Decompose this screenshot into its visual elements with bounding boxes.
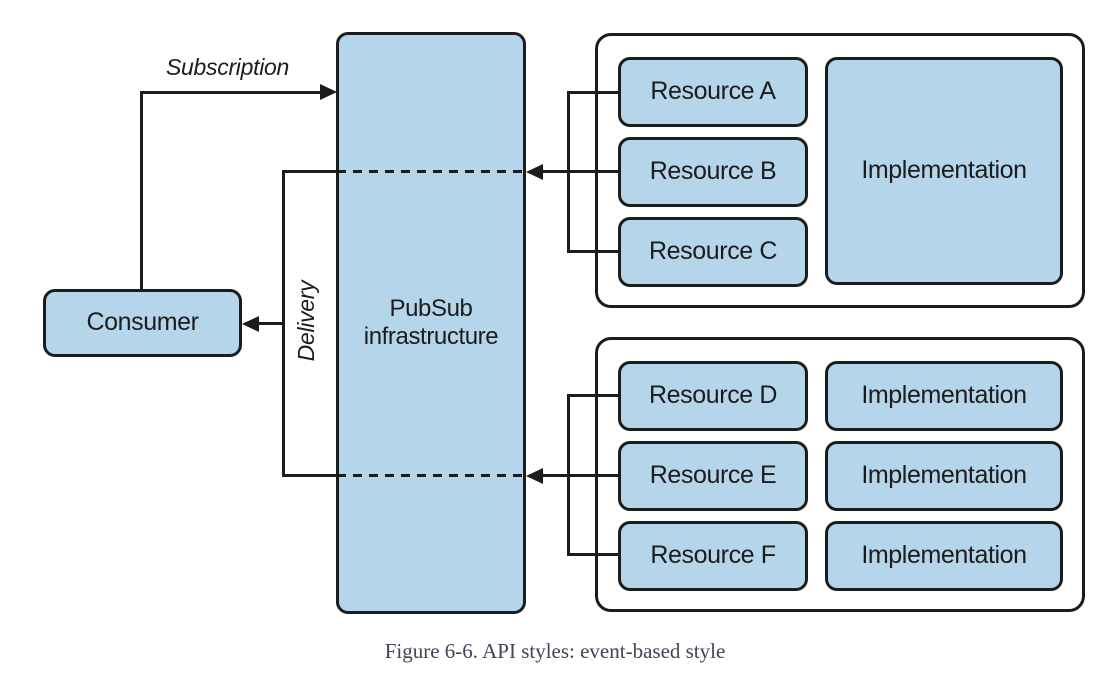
implementation-e-label: Implementation xyxy=(861,461,1027,490)
resource-b-node: Resource B xyxy=(618,137,808,207)
resource-bus-bottom-stub-f xyxy=(567,553,620,556)
arrowhead-left-icon xyxy=(242,316,259,332)
arrowhead-right-icon xyxy=(320,84,337,100)
subscription-edge-vertical-line xyxy=(140,91,143,290)
publish-connector-top-right-segment xyxy=(543,170,620,173)
implementation-e-node: Implementation xyxy=(825,441,1063,511)
arrowhead-left-icon xyxy=(526,468,543,484)
consumer-node: Consumer xyxy=(43,289,242,357)
resource-bus-top-stub-a xyxy=(567,91,620,94)
implementation-top-node: Implementation xyxy=(825,57,1063,285)
resource-bus-bottom-spine xyxy=(567,394,570,556)
resource-d-node: Resource D xyxy=(618,361,808,431)
resource-b-label: Resource B xyxy=(649,157,777,186)
pubsub-infrastructure-node: PubSub infrastructure xyxy=(336,32,526,614)
implementation-f-label: Implementation xyxy=(861,541,1027,570)
resource-a-node: Resource A xyxy=(618,57,808,127)
delivery-edge-label: Delivery xyxy=(293,280,319,362)
resource-d-label: Resource D xyxy=(649,381,777,410)
resource-bus-top-spine xyxy=(567,91,570,253)
arrowhead-left-icon xyxy=(526,164,543,180)
resource-bus-top-stub-c xyxy=(567,250,620,253)
resource-c-node: Resource C xyxy=(618,217,808,287)
resource-f-node: Resource F xyxy=(618,521,808,591)
subscription-edge-horizontal-line xyxy=(140,91,323,94)
publish-connector-bottom-left-segment xyxy=(282,474,337,477)
publish-connector-top-left-segment xyxy=(282,170,337,173)
publish-connector-bottom-dashed-segment xyxy=(337,474,526,477)
delivery-edge-horizontal-line xyxy=(245,322,285,325)
pubsub-label: PubSub infrastructure xyxy=(363,294,499,352)
pubsub-label-line2: infrastructure xyxy=(363,323,499,350)
implementation-d-node: Implementation xyxy=(825,361,1063,431)
figure-caption: Figure 6-6. API styles: event-based styl… xyxy=(384,639,726,663)
implementation-top-label: Implementation xyxy=(861,156,1027,185)
resource-c-label: Resource C xyxy=(649,237,777,266)
publish-connector-bottom-right-segment xyxy=(543,474,620,477)
resource-e-label: Resource E xyxy=(649,461,777,490)
subscription-edge-label: Subscription xyxy=(166,54,289,80)
implementation-f-node: Implementation xyxy=(825,521,1063,591)
consumer-label: Consumer xyxy=(86,308,199,337)
resource-e-node: Resource E xyxy=(618,441,808,511)
resource-bus-bottom-stub-d xyxy=(567,394,620,397)
resource-f-label: Resource F xyxy=(650,541,776,570)
pubsub-label-line1: PubSub xyxy=(389,294,473,322)
publish-connector-top-dashed-segment xyxy=(337,170,526,173)
resource-a-label: Resource A xyxy=(650,77,776,106)
implementation-d-label: Implementation xyxy=(861,381,1027,410)
